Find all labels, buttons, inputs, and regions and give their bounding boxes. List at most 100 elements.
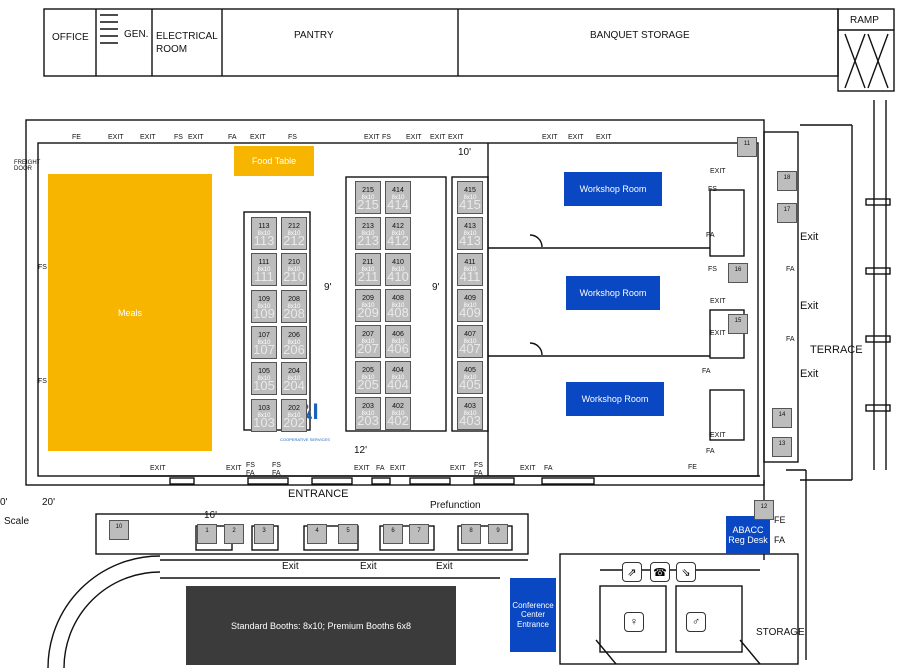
workshop-room-2[interactable]: Workshop Room xyxy=(566,276,660,310)
booth-number-watermark: 111 xyxy=(254,269,274,285)
booth-number-watermark: 212 xyxy=(283,233,305,248)
scale-caption: Scale xyxy=(4,516,30,527)
booth-number-watermark: 204 xyxy=(283,378,305,394)
fa-marker: FA xyxy=(786,266,795,273)
fe-marker: FE xyxy=(688,464,697,471)
small-booth[interactable]: 10 xyxy=(109,520,129,540)
booth-number: 6 xyxy=(391,528,395,534)
meals-area[interactable]: Meals xyxy=(48,174,212,451)
booth-size: 8x10 xyxy=(463,339,477,345)
fa-marker: FA xyxy=(272,470,281,477)
exit-marker: EXIT xyxy=(364,134,380,141)
small-booth[interactable]: 13 xyxy=(772,437,792,457)
workshop-room-1[interactable]: Workshop Room xyxy=(564,172,662,206)
booth-number-watermark: 409 xyxy=(459,305,481,320)
booth-number: 212 xyxy=(288,223,300,230)
booth-number-watermark: 412 xyxy=(387,233,409,248)
small-booth[interactable]: 6 xyxy=(383,524,403,544)
exit-marker: EXIT xyxy=(226,465,242,472)
booth-number: 16 xyxy=(734,267,742,273)
registration-desk[interactable]: ABACC Reg Desk xyxy=(726,516,770,554)
exit-marker: EXIT xyxy=(596,134,612,141)
booth-number-watermark: 411 xyxy=(459,269,481,284)
booth-number: 209 xyxy=(362,295,374,302)
booth-number: 11 xyxy=(743,141,751,147)
booth-number: 409 xyxy=(464,295,476,302)
booth-number-watermark: 109 xyxy=(253,305,275,321)
small-booth[interactable]: 1 xyxy=(197,524,217,544)
small-booth[interactable]: 4 xyxy=(307,524,327,544)
booth-number-watermark: 407 xyxy=(459,341,481,356)
booth-size: 8x10 xyxy=(361,267,375,273)
booth-number: 210 xyxy=(288,259,300,267)
exit-marker: EXIT xyxy=(150,465,166,472)
scale-label: 0' xyxy=(0,497,8,508)
small-booth[interactable]: 8 xyxy=(461,524,481,544)
small-booth[interactable]: 9 xyxy=(488,524,508,544)
small-booth[interactable]: 14 xyxy=(772,408,792,428)
small-booth[interactable]: 12 xyxy=(754,500,774,520)
conference-center-entrance[interactable]: Conference Center Entrance xyxy=(510,578,556,652)
fa-marker: FA xyxy=(228,134,237,141)
exit-marker: EXIT xyxy=(390,465,406,472)
small-booth[interactable]: 3 xyxy=(254,524,274,544)
workshop-room-3[interactable]: Workshop Room xyxy=(566,382,664,416)
small-booth[interactable]: 7 xyxy=(409,524,429,544)
dimension-label: 9' xyxy=(432,282,440,293)
exit-marker: EXIT xyxy=(140,134,156,141)
booth-size: 8x10 xyxy=(257,376,271,383)
small-booth[interactable]: 15 xyxy=(728,314,748,334)
booth-number: 402 xyxy=(392,403,404,410)
booth-number: 215 xyxy=(362,187,374,194)
booth-number: 408 xyxy=(392,295,404,302)
booth-size: 8x10 xyxy=(361,231,375,237)
booth-number: 404 xyxy=(392,367,404,374)
small-booth[interactable]: 2 xyxy=(224,524,244,544)
small-booth[interactable]: 18 xyxy=(777,171,797,191)
small-booth[interactable]: 16 xyxy=(728,263,748,283)
small-booth[interactable]: 11 xyxy=(737,137,757,157)
booth-number: 8 xyxy=(469,528,473,534)
booth-size: 8x10 xyxy=(391,267,405,273)
booth-size: 8x10 xyxy=(257,303,271,310)
fa-marker: FA xyxy=(706,448,715,455)
small-booth[interactable]: 5 xyxy=(338,524,358,544)
booth-size: 8x10 xyxy=(287,303,301,310)
booth-number-watermark: 404 xyxy=(387,377,409,392)
small-booth[interactable]: 17 xyxy=(777,203,797,223)
food-table[interactable]: Food Table xyxy=(234,146,314,176)
